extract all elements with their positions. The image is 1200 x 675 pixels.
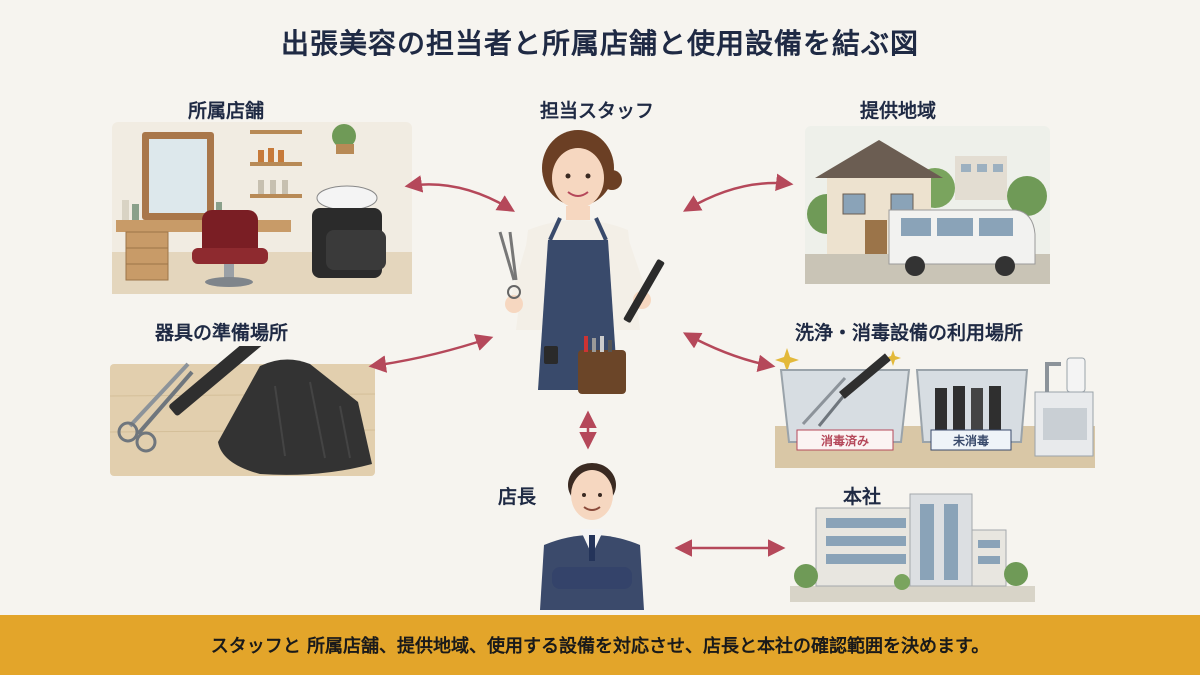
cleaning-station-illustration: 消毒済み 未消毒 — [775, 348, 1095, 468]
not-disinfected-tag: 未消毒 — [952, 433, 989, 448]
footer-banner: スタッフと 所属店舗、提供地域、使用する設備を対応させ、店長と本社の確認範囲を決… — [0, 615, 1200, 675]
label-tools: 器具の準備場所 — [155, 322, 289, 344]
label-manager: 店長 — [498, 486, 537, 508]
footer-text: スタッフと 所属店舗、提供地域、使用する設備を対応させ、店長と本社の確認範囲を決… — [210, 636, 990, 657]
arrow-tools-staff — [368, 334, 494, 373]
label-area: 提供地域 — [860, 100, 937, 122]
salon-store-illustration — [112, 122, 412, 294]
arrow-store-staff — [404, 175, 515, 212]
manager-illustration — [540, 463, 644, 610]
label-staff: 担当スタッフ — [540, 100, 655, 122]
arrow-cleaning-staff — [682, 332, 776, 372]
page-title: 出張美容の担当者と所属店舗と使用設備を結ぶ図 — [280, 27, 919, 60]
arrow-area-staff — [682, 173, 794, 212]
tools-illustration — [110, 346, 375, 476]
headquarters-illustration — [790, 493, 1035, 602]
disinfected-tag: 消毒済み — [821, 433, 869, 448]
label-cleaning: 洗浄・消毒設備の利用場所 — [795, 322, 1024, 344]
label-store: 所属店舗 — [188, 100, 265, 122]
label-hq: 本社 — [843, 486, 882, 508]
staff-illustration — [498, 130, 665, 394]
service-area-illustration — [805, 126, 1050, 284]
